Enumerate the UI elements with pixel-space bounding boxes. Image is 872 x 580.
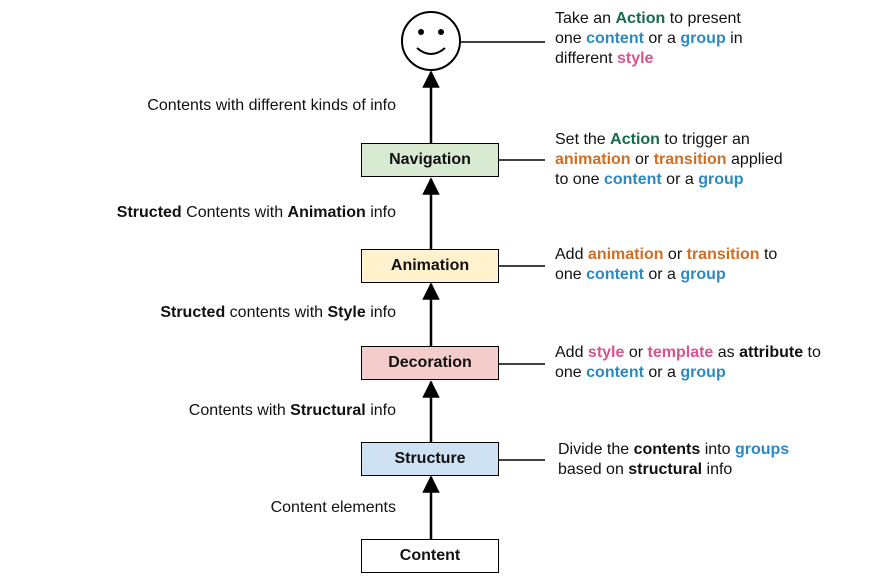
- desc-text: to one: [555, 171, 604, 188]
- desc-text: or: [663, 246, 687, 263]
- label-bold: Structed: [116, 204, 182, 221]
- desc-text: or: [624, 344, 648, 361]
- label-text: Contents with: [188, 402, 291, 419]
- desc-group: group: [698, 171, 744, 188]
- desc-text: to trigger an: [659, 131, 750, 148]
- description-line: animation or transition applied: [555, 150, 783, 170]
- desc-animation: animation: [555, 151, 631, 168]
- description-line: different style: [555, 49, 743, 69]
- label-to-navigation: Structed Contents with Animation info: [117, 204, 396, 222]
- desc-text: or: [630, 151, 654, 168]
- description-line: Divide the contents into groups: [558, 440, 789, 460]
- structure-box: Structure: [361, 442, 499, 476]
- description-line: based on structural info: [558, 460, 789, 480]
- desc-group: group: [680, 364, 726, 381]
- desc-text: based on: [558, 461, 629, 478]
- desc-text: to: [803, 344, 821, 361]
- description-navigation: Set the Action to trigger an animation o…: [555, 130, 783, 190]
- label-bold: Animation: [287, 204, 366, 221]
- description-line: Add style or template as attribute to: [555, 343, 821, 363]
- label-to-structure: Content elements: [270, 499, 396, 516]
- label-to-user: Contents with different kinds of info: [147, 97, 396, 114]
- desc-text: to: [759, 246, 778, 263]
- desc-structural: structural: [628, 461, 703, 478]
- desc-text: one: [555, 30, 587, 47]
- label-text: contents with: [225, 304, 328, 321]
- description-decoration: Add style or template as attribute to on…: [555, 343, 821, 383]
- label-text: info: [365, 402, 396, 419]
- description-structure: Divide the contents into groups based on…: [558, 440, 789, 480]
- description-line: Add animation or transition to: [555, 245, 777, 265]
- description-line: Take an Action to present: [555, 9, 743, 29]
- desc-text: Divide the: [558, 441, 634, 458]
- description-line: one content or a group: [555, 265, 777, 285]
- desc-text: Set the: [555, 131, 611, 148]
- desc-content: content: [586, 364, 644, 381]
- desc-animation: animation: [587, 246, 664, 263]
- content-box: Content: [361, 539, 499, 573]
- user-smiley-icon: [401, 11, 461, 71]
- label-text: info: [365, 304, 396, 321]
- desc-text: or a: [643, 266, 681, 283]
- desc-text: into: [700, 441, 735, 458]
- description-user: Take an Action to present one content or…: [555, 9, 743, 69]
- description-line: Set the Action to trigger an: [555, 130, 783, 150]
- desc-text: or a: [661, 171, 699, 188]
- desc-action: Action: [615, 10, 666, 27]
- description-animation: Add animation or transition to one conte…: [555, 245, 777, 285]
- desc-action: Action: [610, 131, 660, 148]
- desc-content: content: [603, 171, 662, 188]
- desc-style: style: [616, 50, 654, 67]
- desc-text: or a: [643, 364, 681, 381]
- description-line: one content or a group in: [555, 29, 743, 49]
- desc-groups: groups: [734, 441, 790, 458]
- desc-text: one: [555, 364, 587, 381]
- desc-transition: transition: [653, 151, 727, 168]
- label-to-decoration: Contents with Structural info: [189, 402, 396, 420]
- decoration-box: Decoration: [361, 346, 499, 380]
- desc-attribute: attribute: [739, 344, 804, 361]
- desc-text: as: [713, 344, 740, 361]
- desc-content: content: [586, 30, 644, 47]
- label-to-animation: Structed contents with Style info: [160, 304, 396, 322]
- desc-text: one: [555, 266, 587, 283]
- label-bold: Structural: [290, 402, 366, 419]
- label-text: Contents with: [181, 204, 288, 221]
- desc-text: or a: [643, 30, 681, 47]
- navigation-box: Navigation: [361, 143, 499, 177]
- desc-transition: transition: [686, 246, 760, 263]
- desc-template: template: [647, 344, 714, 361]
- desc-text: different: [555, 50, 617, 67]
- animation-box: Animation: [361, 249, 499, 283]
- desc-text: Add: [555, 246, 588, 263]
- desc-text: info: [702, 461, 733, 478]
- desc-text: Take an: [555, 10, 616, 27]
- description-line: one content or a group: [555, 363, 821, 383]
- label-bold: Style: [327, 304, 366, 321]
- desc-group: group: [680, 266, 726, 283]
- label-bold: Structed: [160, 304, 226, 321]
- label-text: info: [365, 204, 396, 221]
- desc-contents: contents: [633, 441, 701, 458]
- desc-style: style: [587, 344, 625, 361]
- desc-content: content: [586, 266, 644, 283]
- desc-group: group: [680, 30, 726, 47]
- desc-text: to present: [665, 10, 741, 27]
- desc-text: Add: [555, 344, 588, 361]
- desc-text: in: [725, 30, 743, 47]
- desc-text: applied: [726, 151, 783, 168]
- description-line: to one content or a group: [555, 170, 783, 190]
